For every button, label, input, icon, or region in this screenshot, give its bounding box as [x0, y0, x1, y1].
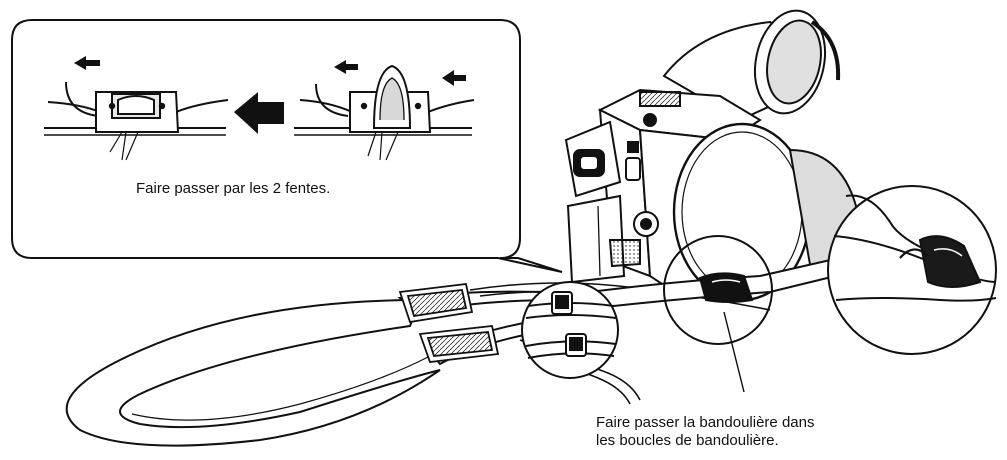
strap-instruction-line2: les boucles de bandoulière.	[596, 432, 779, 449]
strap-instruction-line1: Faire passer la bandoulière dans	[596, 414, 815, 431]
camcorder	[564, 9, 858, 302]
arrow-direction-icon	[234, 92, 284, 134]
slots-instruction: Faire passer par les 2 fentes.	[136, 180, 331, 197]
camera-strap	[559, 254, 862, 314]
callout-bubble	[11, 19, 563, 273]
magnifier-circle	[663, 235, 773, 345]
buckle-detail-right	[294, 64, 475, 161]
arrow-left-icon	[334, 60, 466, 86]
shoulder-strap	[65, 290, 561, 447]
magnifier-circle	[827, 185, 997, 355]
strap-pads	[398, 283, 500, 363]
leader-line	[723, 311, 745, 393]
magnifier-circle	[521, 281, 619, 379]
strap-instruction: Faire passer la bandoulière dans les bou…	[596, 414, 814, 450]
arrow-left-icon	[74, 56, 100, 70]
buckle-detail-left	[44, 81, 229, 161]
